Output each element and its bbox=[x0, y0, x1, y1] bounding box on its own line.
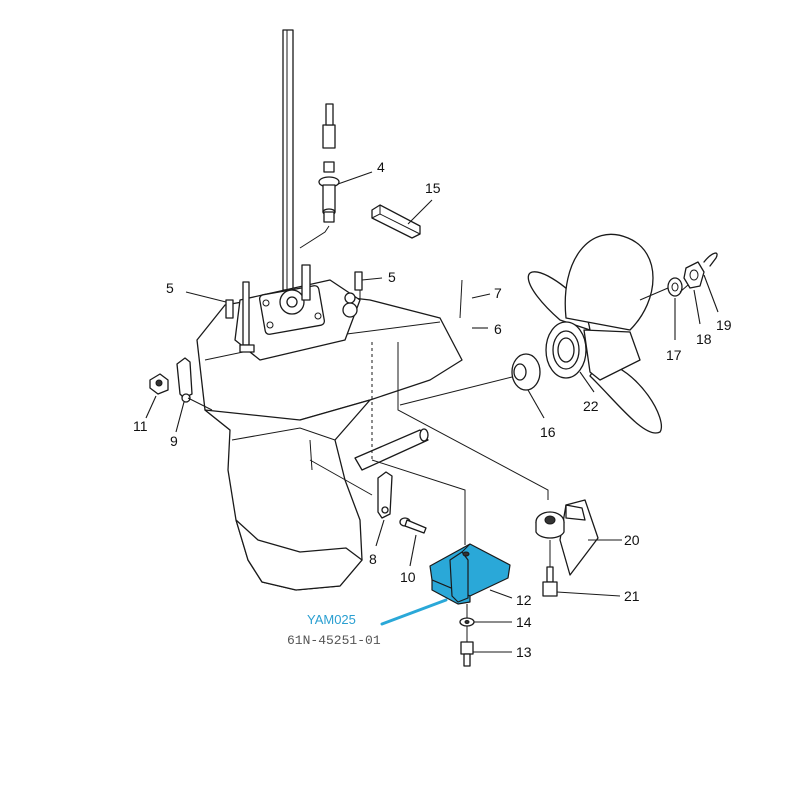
part-17-washer bbox=[667, 277, 683, 297]
callout-11: 11 bbox=[133, 418, 148, 434]
callout-17: 17 bbox=[666, 347, 682, 363]
part-21-bolt bbox=[542, 566, 558, 597]
lower-unit-housing bbox=[196, 264, 463, 591]
part-15-key bbox=[371, 204, 421, 239]
callout-20: 20 bbox=[624, 532, 640, 548]
part-22-propeller bbox=[527, 233, 662, 434]
callout-numbers: 4 15 5 5 7 6 19 18 17 22 16 11 9 8 10 20… bbox=[133, 159, 732, 660]
part-4-bushing bbox=[318, 161, 340, 223]
callout-12: 12 bbox=[516, 592, 532, 608]
callout-6: 6 bbox=[494, 321, 502, 337]
part-18-nut bbox=[683, 261, 705, 289]
callout-22: 22 bbox=[583, 398, 599, 414]
callout-14: 14 bbox=[516, 614, 532, 630]
callout-18: 18 bbox=[696, 331, 712, 347]
callout-leaders bbox=[145, 171, 719, 653]
callout-15: 15 bbox=[425, 180, 441, 196]
part-9-clip bbox=[176, 357, 193, 403]
part-12-anode-highlighted bbox=[429, 543, 511, 605]
callout-5-left: 5 bbox=[166, 280, 174, 296]
callout-7: 7 bbox=[494, 285, 502, 301]
part-13-bolt bbox=[460, 641, 474, 667]
highlight-pointer-line bbox=[380, 598, 448, 626]
callout-4: 4 bbox=[377, 159, 385, 175]
callout-8: 8 bbox=[369, 551, 377, 567]
part-11-grommet bbox=[149, 373, 169, 395]
callout-9: 9 bbox=[170, 433, 178, 449]
callout-13: 13 bbox=[516, 644, 532, 660]
part-14-washer bbox=[459, 617, 475, 627]
callout-10: 10 bbox=[400, 569, 416, 585]
part-8-bracket bbox=[377, 471, 393, 519]
callout-5-right: 5 bbox=[388, 269, 396, 285]
callout-16: 16 bbox=[540, 424, 556, 440]
drive-shaft bbox=[282, 29, 336, 291]
part-19-cotter-pin bbox=[703, 252, 718, 267]
part-10-screw bbox=[399, 517, 427, 534]
part-20-trim-tab bbox=[535, 499, 599, 576]
part-16-spacer bbox=[511, 353, 541, 391]
highlight-part-code: YAM025 bbox=[307, 612, 356, 627]
highlight-part-number: 61N-45251-01 bbox=[287, 633, 381, 648]
callout-21: 21 bbox=[624, 588, 640, 604]
callout-19: 19 bbox=[716, 317, 732, 333]
